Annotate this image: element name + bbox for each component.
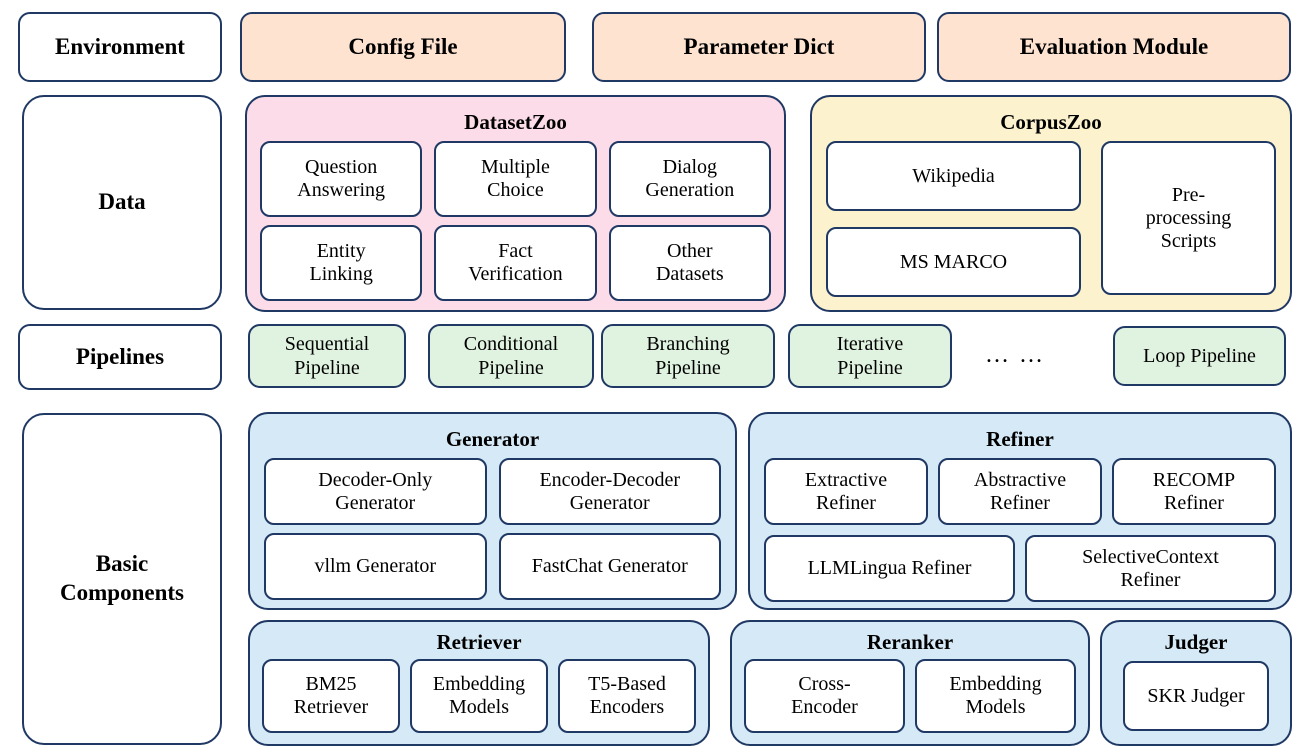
- data-label: Data: [22, 95, 222, 310]
- refiner-title: Refiner: [986, 426, 1054, 451]
- box-dialog-generation: Dialog Generation: [608, 141, 771, 217]
- box-preprocessing-scripts: Pre- processing Scripts: [1101, 141, 1276, 295]
- basic-components-label: Basic Components: [22, 413, 222, 745]
- reranker-row: Cross- Encoder Embedding Models: [732, 657, 1088, 733]
- box-cross-encoder: Cross- Encoder: [744, 659, 905, 733]
- refiner-group: Refiner Extractive Refiner Abstractive R…: [748, 412, 1292, 610]
- box-abstractive-refiner: Abstractive Refiner: [938, 458, 1102, 525]
- pipelines-label: Pipelines: [18, 324, 222, 390]
- box-other-datasets: Other Datasets: [608, 225, 771, 301]
- box-multiple-choice: Multiple Choice: [434, 141, 597, 217]
- dataset-zoo-group: DatasetZoo Question Answering Multiple C…: [245, 95, 786, 312]
- box-entity-linking: Entity Linking: [260, 225, 423, 301]
- config-file-box: Config File: [240, 12, 566, 82]
- box-embedding-models-retriever: Embedding Models: [410, 659, 548, 733]
- judger-title: Judger: [1164, 629, 1228, 654]
- box-fact-verification: Fact Verification: [434, 225, 597, 301]
- retriever-title: Retriever: [436, 629, 522, 654]
- box-skr-judger: SKR Judger: [1123, 661, 1269, 731]
- refiner-row-1: Extractive Refiner Abstractive Refiner R…: [750, 456, 1290, 525]
- box-branching-pipeline: Branching Pipeline: [601, 324, 775, 388]
- box-ms-marco: MS MARCO: [826, 227, 1081, 297]
- box-decoder-only-generator: Decoder-Only Generator: [264, 458, 487, 525]
- pipelines-ellipsis: … …: [985, 341, 1045, 368]
- box-loop-pipeline: Loop Pipeline: [1113, 326, 1286, 386]
- box-question-answering: Question Answering: [260, 141, 423, 217]
- corpus-zoo-title: CorpusZoo: [1000, 109, 1102, 134]
- parameter-dict-box: Parameter Dict: [592, 12, 926, 82]
- retriever-group: Retriever BM25 Retriever Embedding Model…: [248, 620, 710, 746]
- box-bm25-retriever: BM25 Retriever: [262, 659, 400, 733]
- box-wikipedia: Wikipedia: [826, 141, 1081, 211]
- judger-group: Judger SKR Judger: [1100, 620, 1292, 746]
- generator-group: Generator Decoder-Only Generator Encoder…: [248, 412, 737, 610]
- refiner-row-2: LLMLingua Refiner SelectiveContext Refin…: [750, 533, 1290, 602]
- reranker-title: Reranker: [866, 629, 954, 654]
- box-recomp-refiner: RECOMP Refiner: [1112, 458, 1276, 525]
- environment-label: Environment: [18, 12, 222, 82]
- box-llmlingua-refiner: LLMLingua Refiner: [764, 535, 1015, 602]
- box-embedding-models-reranker: Embedding Models: [915, 659, 1076, 733]
- dataset-zoo-title: DatasetZoo: [464, 109, 567, 134]
- box-encoder-decoder-generator: Encoder-Decoder Generator: [498, 458, 721, 525]
- reranker-group: Reranker Cross- Encoder Embedding Models: [730, 620, 1090, 746]
- generator-title: Generator: [445, 426, 540, 451]
- generator-grid: Decoder-Only Generator Encoder-Decoder G…: [250, 456, 735, 600]
- corpus-zoo-group: CorpusZoo Wikipedia MS MARCO Pre- proces…: [810, 95, 1292, 312]
- box-extractive-refiner: Extractive Refiner: [764, 458, 928, 525]
- box-selectivecontext-refiner: SelectiveContext Refiner: [1025, 535, 1276, 602]
- box-sequential-pipeline: Sequential Pipeline: [248, 324, 406, 388]
- box-vllm-generator: vllm Generator: [264, 533, 487, 600]
- retriever-row: BM25 Retriever Embedding Models T5-Based…: [250, 657, 708, 733]
- evaluation-module-box: Evaluation Module: [937, 12, 1291, 82]
- corpus-zoo-content: Wikipedia MS MARCO Pre- processing Scrip…: [812, 139, 1290, 297]
- corpus-zoo-left-column: Wikipedia MS MARCO: [826, 141, 1081, 297]
- box-iterative-pipeline: Iterative Pipeline: [788, 324, 952, 388]
- dataset-zoo-grid: Question Answering Multiple Choice Dialo…: [247, 139, 784, 301]
- box-conditional-pipeline: Conditional Pipeline: [428, 324, 594, 388]
- box-t5-based-encoders: T5-Based Encoders: [558, 659, 696, 733]
- box-fastchat-generator: FastChat Generator: [498, 533, 721, 600]
